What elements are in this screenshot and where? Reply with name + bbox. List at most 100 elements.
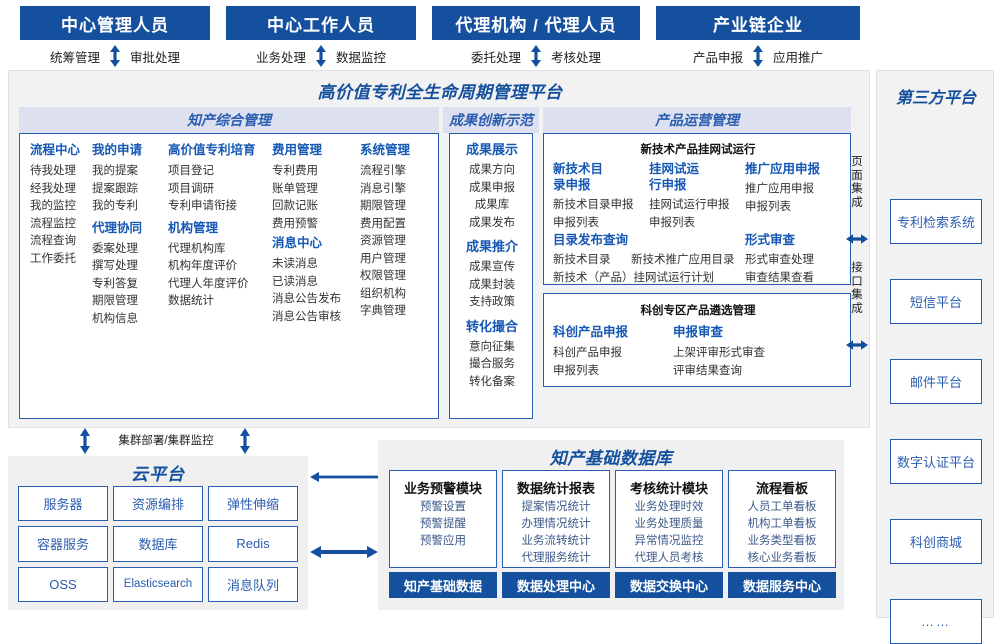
col-item[interactable]: 申报列表 bbox=[649, 216, 695, 229]
col-item[interactable]: 申报列表 bbox=[553, 364, 599, 377]
col-item[interactable]: 项目调研 bbox=[168, 182, 214, 195]
cloud-cell-7[interactable]: Elasticsearch bbox=[113, 566, 203, 602]
col-item[interactable]: 回款记账 bbox=[272, 200, 318, 212]
db-col-item[interactable]: 核心业务看板 bbox=[747, 552, 817, 564]
col-item[interactable]: 我的提案 bbox=[92, 165, 138, 177]
role-bar-3[interactable]: 产业链企业 bbox=[656, 6, 860, 40]
col-item[interactable]: 用户管理 bbox=[360, 252, 406, 265]
db-foot-1[interactable]: 数据处理中心 bbox=[502, 572, 610, 598]
col-item[interactable]: 申报列表 bbox=[745, 200, 791, 213]
third-party-item-3[interactable]: 数字认证平台 bbox=[890, 439, 982, 484]
col-item[interactable]: 机构信息 bbox=[92, 312, 138, 325]
col-item[interactable]: 申报列表 bbox=[553, 216, 599, 229]
cloud-cell-4[interactable]: 数据库 bbox=[113, 526, 203, 562]
col-item[interactable]: 成果发布 bbox=[469, 216, 515, 229]
col-item[interactable]: 账单管理 bbox=[272, 182, 318, 195]
col-item[interactable]: 委案处理 bbox=[92, 242, 138, 255]
cloud-cell-3[interactable]: 容器服务 bbox=[18, 526, 108, 562]
col-item[interactable]: 挂网试运行申报 bbox=[649, 199, 730, 211]
db-col-item[interactable]: 提案情况统计 bbox=[521, 501, 591, 513]
col-item[interactable]: 我的监控 bbox=[30, 200, 76, 212]
col-item[interactable]: 形式审查处理 bbox=[745, 254, 814, 266]
col-item[interactable]: 意向征集 bbox=[469, 340, 515, 353]
col-item[interactable]: 消息公告发布 bbox=[272, 293, 341, 305]
col-item[interactable]: 已读消息 bbox=[272, 275, 318, 288]
col-item[interactable]: 资源管理 bbox=[360, 235, 406, 247]
col-item[interactable]: 成果方向 bbox=[469, 164, 515, 176]
db-col-item[interactable]: 预警设置 bbox=[420, 501, 466, 513]
role-bar-0[interactable]: 中心管理人员 bbox=[20, 6, 210, 40]
col-item[interactable]: 期限管理 bbox=[360, 200, 406, 212]
col-item[interactable]: 费用配置 bbox=[360, 217, 406, 230]
db-col-item[interactable]: 机构工单看板 bbox=[747, 518, 817, 530]
col-item[interactable]: 经我处理 bbox=[30, 182, 76, 195]
col-item[interactable]: 专利费用 bbox=[272, 165, 318, 177]
cloud-cell-8[interactable]: 消息队列 bbox=[208, 566, 298, 602]
role-bar-2[interactable]: 代理机构 / 代理人员 bbox=[432, 6, 640, 40]
db-foot-0[interactable]: 知产基础数据 bbox=[389, 572, 497, 598]
db-col-item[interactable]: 业务处理质量 bbox=[634, 518, 704, 530]
db-col-item[interactable]: 代理服务统计 bbox=[521, 552, 591, 564]
cloud-cell-2[interactable]: 弹性伸缩 bbox=[208, 486, 298, 522]
col-item[interactable]: 成果封装 bbox=[469, 278, 515, 291]
col-item[interactable]: 审查结果查看 bbox=[745, 271, 814, 284]
db-col-item[interactable]: 业务类型看板 bbox=[747, 535, 817, 547]
cloud-cell-0[interactable]: 服务器 bbox=[18, 486, 108, 522]
db-col-item[interactable]: 业务流转统计 bbox=[521, 535, 591, 547]
col-item[interactable]: 代理人年度评价 bbox=[168, 277, 249, 290]
col-item[interactable]: 流程引擎 bbox=[360, 165, 406, 177]
col-item[interactable]: 转化备案 bbox=[469, 375, 515, 388]
role-bar-1[interactable]: 中心工作人员 bbox=[226, 6, 416, 40]
db-col-item[interactable]: 办理情况统计 bbox=[521, 518, 591, 530]
col-item[interactable]: 推广应用申报 bbox=[745, 183, 814, 195]
col-item[interactable]: 撮合服务 bbox=[469, 358, 515, 370]
col-item[interactable]: 消息公告审核 bbox=[272, 310, 341, 323]
db-col-item[interactable]: 异常情况监控 bbox=[634, 535, 704, 547]
col-item[interactable]: 消息引擎 bbox=[360, 182, 406, 195]
third-party-item-1[interactable]: 短信平台 bbox=[890, 279, 982, 324]
col-item[interactable]: 权限管理 bbox=[360, 270, 406, 282]
col-item[interactable]: 专利答复 bbox=[92, 277, 138, 290]
col-item[interactable]: 提案跟踪 bbox=[92, 182, 138, 195]
col-item[interactable]: 项目登记 bbox=[168, 165, 214, 177]
cloud-cell-6[interactable]: OSS bbox=[18, 566, 108, 602]
col-item[interactable]: 流程查询 bbox=[30, 235, 76, 247]
cloud-cell-1[interactable]: 资源编排 bbox=[113, 486, 203, 522]
col-item[interactable]: 评审结果查询 bbox=[673, 364, 742, 377]
col-item[interactable]: 未读消息 bbox=[272, 258, 318, 270]
col-item[interactable]: 成果申报 bbox=[469, 181, 515, 194]
col-item[interactable]: 成果库 bbox=[474, 199, 510, 211]
col-item[interactable]: 费用预警 bbox=[272, 217, 318, 230]
third-party-item-2[interactable]: 邮件平台 bbox=[890, 359, 982, 404]
col-item[interactable]: 新技术目录 bbox=[553, 254, 611, 266]
col-item[interactable]: 科创产品申报 bbox=[553, 347, 622, 359]
col-item[interactable]: 期限管理 bbox=[92, 295, 138, 307]
db-col-item[interactable]: 人员工单看板 bbox=[747, 501, 817, 513]
third-party-item-4[interactable]: 科创商城 bbox=[890, 519, 982, 564]
col-item[interactable]: 待我处理 bbox=[30, 165, 76, 177]
col-item[interactable]: 新技术推广应用目录 bbox=[631, 254, 735, 266]
col-item[interactable]: 新技术（产品）挂网试运行计划 bbox=[553, 271, 714, 284]
col-item[interactable]: 成果宣传 bbox=[469, 261, 515, 273]
col-item[interactable]: 上架评审形式审查 bbox=[673, 347, 765, 359]
db-foot-3[interactable]: 数据服务中心 bbox=[728, 572, 836, 598]
col-item[interactable]: 新技术目录申报 bbox=[553, 199, 634, 211]
db-col-item[interactable]: 预警提醒 bbox=[420, 518, 466, 530]
db-col-item[interactable]: 预警应用 bbox=[420, 535, 466, 547]
col-item[interactable]: 撰写处理 bbox=[92, 260, 138, 272]
col-item[interactable]: 流程监控 bbox=[30, 217, 76, 230]
col-item[interactable]: 字典管理 bbox=[360, 305, 406, 317]
third-party-item-0[interactable]: 专利检索系统 bbox=[890, 199, 982, 244]
col-item[interactable]: 支持政策 bbox=[469, 296, 515, 308]
col-item[interactable]: 我的专利 bbox=[92, 200, 138, 212]
db-col-item[interactable]: 代理人员考核 bbox=[634, 552, 704, 564]
col-item[interactable]: 机构年度评价 bbox=[168, 260, 237, 272]
cloud-cell-5[interactable]: Redis bbox=[208, 526, 298, 562]
col-item[interactable]: 工作委托 bbox=[30, 252, 76, 265]
db-col-item[interactable]: 业务处理时效 bbox=[634, 501, 704, 513]
col-item[interactable]: 数据统计 bbox=[168, 295, 214, 307]
col-item[interactable]: 专利申请衔接 bbox=[168, 200, 237, 212]
col-item[interactable]: 组织机构 bbox=[360, 287, 406, 300]
col-item[interactable]: 代理机构库 bbox=[168, 242, 226, 255]
db-foot-2[interactable]: 数据交换中心 bbox=[615, 572, 723, 598]
